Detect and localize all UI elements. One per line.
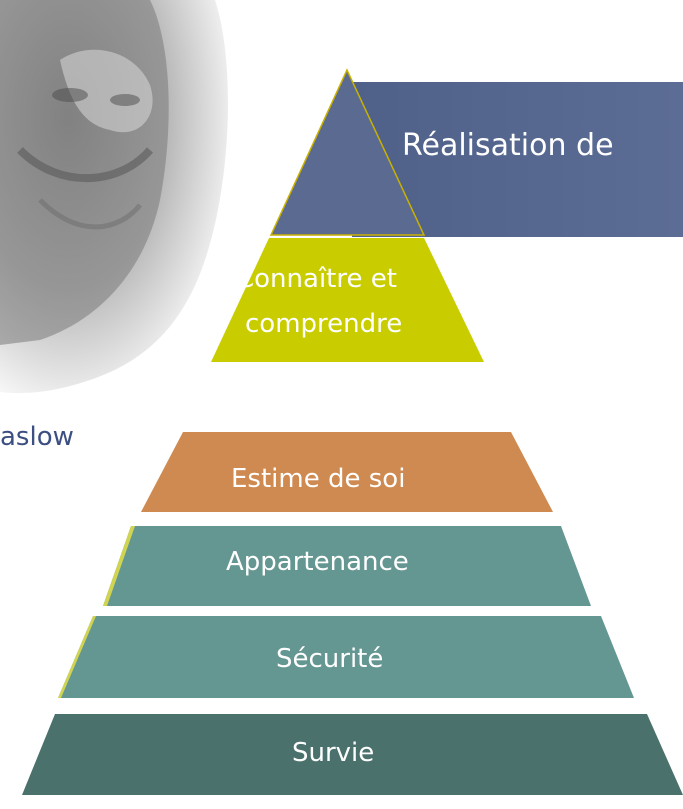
portrait-photo [0, 0, 228, 394]
safety-label: Sécurité [276, 644, 384, 674]
safety-level [58, 616, 634, 698]
esteem-label: Estime de soi [231, 464, 406, 494]
knowledge-level [211, 238, 484, 362]
belonging-edge [103, 526, 135, 606]
self-actualization-label: Réalisation de [402, 128, 614, 163]
safety-edge [58, 616, 96, 698]
survival-label: Survie [292, 738, 375, 768]
self-actualization-apex [269, 68, 426, 236]
belonging-label: Appartenance [226, 547, 409, 577]
knowledge-label-line1: Connaître et [236, 264, 397, 294]
belonging-level [103, 526, 591, 606]
survival-level [22, 714, 683, 795]
portrait-caption: aslow [0, 422, 74, 452]
esteem-level [141, 432, 553, 512]
knowledge-label-line2: comprendre [245, 309, 403, 339]
